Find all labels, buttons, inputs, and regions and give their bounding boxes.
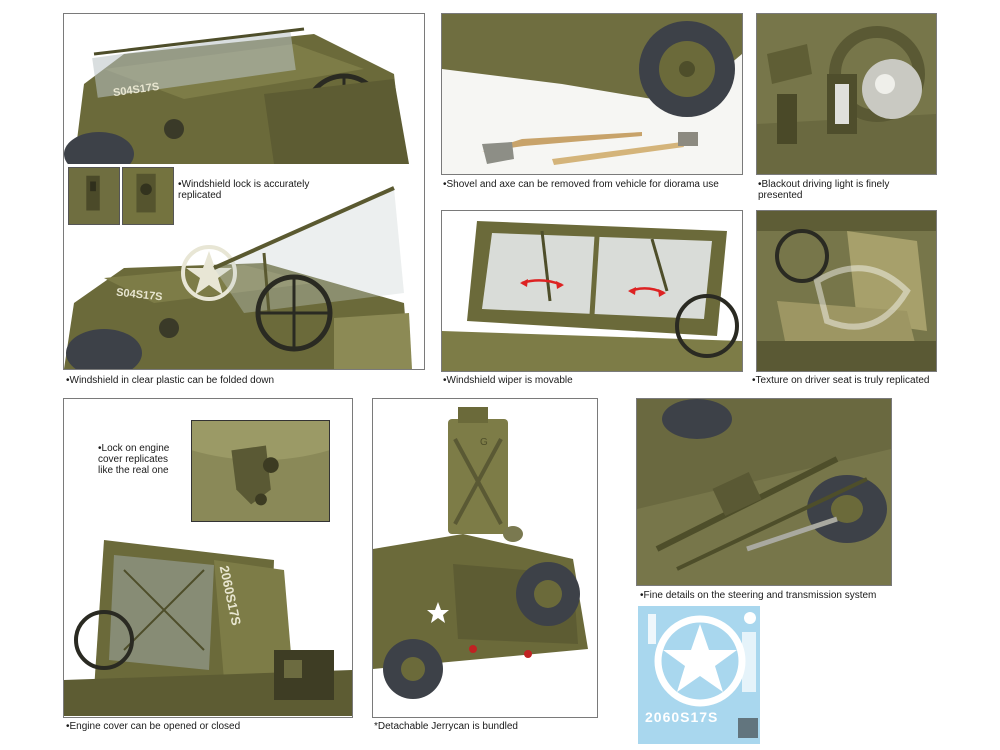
photo-engine-open — [64, 530, 352, 716]
caption-engine-cover: •Engine cover can be opened or closed — [66, 721, 241, 732]
caption-seat-texture: •Texture on driver seat is truly replica… — [752, 375, 930, 386]
jerrycan-marking: G — [480, 437, 488, 448]
decal-number: 2060S17S — [645, 709, 719, 725]
photo-blackout-light — [757, 14, 936, 174]
photo-jeep-hood-top — [64, 14, 424, 164]
caption-windshield-wiper: •Windshield wiper is movable — [443, 375, 573, 386]
caption-jerrycan: *Detachable Jerrycan is bundled — [374, 721, 518, 732]
caption-steering: •Fine details on the steering and transm… — [640, 590, 877, 601]
photo-windshield-lock-detail-right — [122, 167, 174, 225]
decal-sheet — [638, 606, 760, 744]
photo-windshield-lock-detail-left — [68, 167, 120, 225]
caption-shovel-axe: •Shovel and axe can be removed from vehi… — [443, 179, 719, 190]
photo-undercarriage — [637, 399, 891, 585]
caption-windshield-lock: •Windshield lock is accurately replicate… — [178, 179, 310, 201]
photo-driver-seat — [757, 211, 936, 371]
photo-jerrycan — [373, 399, 597, 717]
photo-engine-lock-detail — [191, 420, 330, 522]
photo-jeep-windshield-up — [64, 183, 424, 369]
photo-shovel-axe — [442, 14, 742, 174]
caption-engine-lock: •Lock on engine cover replicates like th… — [98, 443, 170, 476]
caption-windshield-fold: •Windshield in clear plastic can be fold… — [66, 375, 275, 386]
caption-blackout-light: •Blackout driving light is finely presen… — [758, 179, 890, 201]
photo-windshield-wiper — [442, 211, 742, 371]
